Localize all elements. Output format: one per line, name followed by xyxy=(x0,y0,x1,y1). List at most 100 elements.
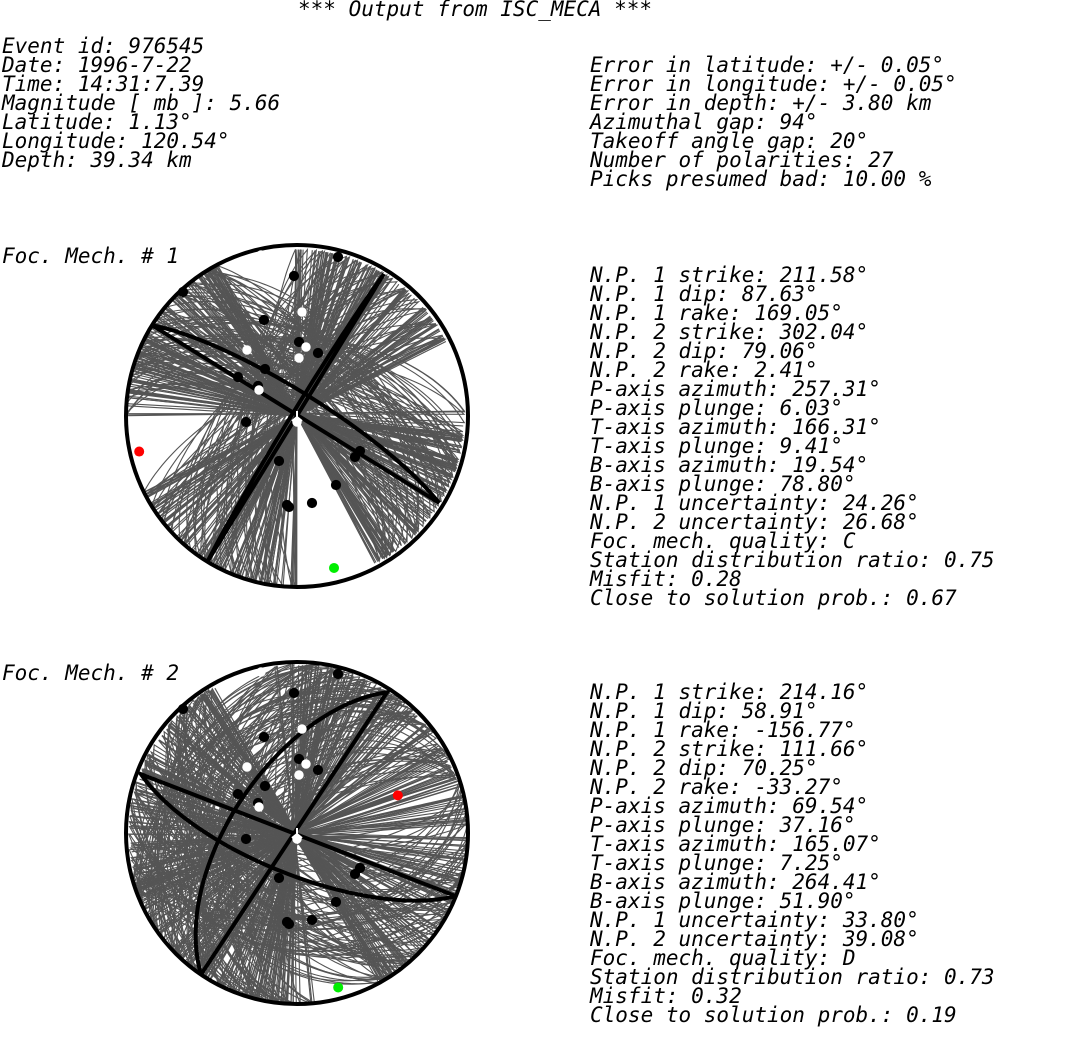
mech-2-param: B-axis plunge: 51.90° xyxy=(590,889,856,913)
compression-polarity xyxy=(232,788,244,800)
t-axis-marker xyxy=(329,562,340,573)
event-info-left: Event id: 976545 Date: 1996-7-22 Time: 1… xyxy=(2,34,281,171)
mech-1-param: T-axis plunge: 9.41° xyxy=(590,434,843,458)
compression-polarity xyxy=(258,314,270,326)
compression-polarity xyxy=(330,479,342,491)
compression-polarity xyxy=(273,455,285,467)
error-depth: Error in depth: +/- 3.80 km xyxy=(590,91,932,115)
mech-2-param: B-axis azimuth: 264.41° xyxy=(590,870,881,894)
event-date: Date: 1996-7-22 xyxy=(2,53,192,77)
mech-2-params: N.P. 1 strike: 214.16°N.P. 1 dip: 58.91°… xyxy=(590,680,995,1027)
compression-polarity xyxy=(259,363,271,375)
mech-1-label: Foc. Mech. # 1 xyxy=(2,244,180,268)
dilatation-polarity xyxy=(297,724,307,734)
p-axis-marker xyxy=(134,446,145,457)
compression-polarity xyxy=(306,497,318,509)
mech-1-param: N.P. 1 rake: 169.05° xyxy=(590,301,843,325)
page-title: *** Output from ISC_MECA *** xyxy=(298,0,653,21)
compression-polarity xyxy=(312,764,324,776)
mech-1-param: Misfit: 0.28 xyxy=(590,567,742,591)
error-latitude: Error in latitude: +/- 0.05° xyxy=(590,53,945,77)
mech-2-param: Close to solution prob.: 0.19 xyxy=(590,1003,957,1027)
error-longitude: Error in longitude: +/- 0.05° xyxy=(590,72,957,96)
mech-1-param: Station distribution ratio: 0.75 xyxy=(590,548,995,572)
mech-1-param: B-axis plunge: 78.80° xyxy=(590,472,856,496)
compression-polarity xyxy=(349,451,361,463)
compression-polarity xyxy=(330,896,342,908)
mech-2-param: P-axis plunge: 37.16° xyxy=(590,813,856,837)
dilatation-polarity xyxy=(297,307,307,317)
centre-tick xyxy=(291,416,298,422)
dilatation-polarity xyxy=(254,802,264,812)
compression-polarity xyxy=(293,336,305,348)
mech-2-param: N.P. 1 uncertainty: 33.80° xyxy=(590,908,919,932)
dilatation-polarity xyxy=(301,342,311,352)
compression-polarity xyxy=(288,270,300,282)
t-axis-marker xyxy=(333,982,344,993)
dilatation-polarity xyxy=(242,345,252,355)
mech-2-param: T-axis plunge: 7.25° xyxy=(590,851,843,875)
mech-1-param: N.P. 1 dip: 87.63° xyxy=(590,282,818,306)
compression-polarity xyxy=(312,347,324,359)
dilatation-polarity xyxy=(256,667,266,677)
mech-2-param: T-axis azimuth: 165.07° xyxy=(590,832,881,856)
compression-polarity xyxy=(293,753,305,765)
event-info-right: Error in latitude: +/- 0.05° Error in lo… xyxy=(590,53,957,191)
event-latitude: Latitude: 1.13° xyxy=(2,110,192,134)
focal-sphere-outline xyxy=(124,243,470,589)
centre-tick xyxy=(296,416,303,422)
compression-polarity xyxy=(273,872,285,884)
event-longitude: Longitude: 120.54° xyxy=(2,129,230,153)
centre-marker xyxy=(291,411,303,422)
dilatation-polarity xyxy=(242,762,252,772)
mech-2-param: N.P. 2 rake: -33.27° xyxy=(590,775,843,799)
nodal-plane-2 xyxy=(135,769,463,903)
mech-2-label: Foc. Mech. # 2 xyxy=(2,661,180,685)
compression-polarity xyxy=(177,703,189,715)
compression-polarity xyxy=(240,833,252,845)
mech-1-param: N.P. 2 rake: 2.41° xyxy=(590,358,818,382)
compression-polarity xyxy=(240,416,252,428)
mech-2-param: N.P. 1 strike: 214.16° xyxy=(590,680,869,704)
compression-polarity xyxy=(332,668,344,680)
mech-1-param: N.P. 1 uncertainty: 24.26° xyxy=(590,491,919,515)
centre-marker xyxy=(291,828,303,839)
event-id: Event id: 976545 xyxy=(2,34,205,58)
compression-polarity xyxy=(259,780,271,792)
compression-polarity xyxy=(288,687,300,699)
mech-1-param: N.P. 2 strike: 302.04° xyxy=(590,320,869,344)
mech-1-param: N.P. 2 uncertainty: 26.68° xyxy=(590,510,919,534)
compression-polarity xyxy=(306,914,318,926)
mech-1-param: P-axis azimuth: 257.31° xyxy=(590,377,881,401)
picks-presumed-bad: Picks presumed bad: 10.00 % xyxy=(590,167,932,191)
dilatation-polarity xyxy=(254,385,264,395)
event-magnitude: Magnitude [ mb ]: 5.66 xyxy=(2,91,281,115)
mech-2-param: N.P. 2 dip: 70.25° xyxy=(590,756,818,780)
mech-2-param: N.P. 2 strike: 111.66° xyxy=(590,737,869,761)
mech-1-beachball xyxy=(124,243,470,589)
alternative-plane xyxy=(163,663,294,1004)
compression-polarity xyxy=(177,286,189,298)
number-of-polarities: Number of polarities: 27 xyxy=(590,148,894,172)
dilatation-polarity xyxy=(294,353,304,363)
event-time: Time: 14:31:7.39 xyxy=(2,72,205,96)
mech-1-param: Foc. mech. quality: C xyxy=(590,529,856,553)
mech-2-param: N.P. 2 uncertainty: 39.08° xyxy=(590,927,919,951)
compression-polarity xyxy=(283,918,295,930)
mech-1-param: N.P. 2 dip: 79.06° xyxy=(590,339,818,363)
p-axis-marker xyxy=(392,790,403,801)
compression-polarity xyxy=(332,251,344,263)
mech-1-param: Close to solution prob.: 0.67 xyxy=(590,586,957,610)
compression-polarity xyxy=(258,731,270,743)
mech-1-param: B-axis azimuth: 19.54° xyxy=(590,453,869,477)
dilatation-polarity xyxy=(301,759,311,769)
focal-sphere-outline xyxy=(124,660,470,1006)
mech-2-param: Station distribution ratio: 0.73 xyxy=(590,965,995,989)
mech-1-params: N.P. 1 strike: 211.58°N.P. 1 dip: 87.63°… xyxy=(590,263,995,610)
mech-1-param: N.P. 1 strike: 211.58° xyxy=(590,263,869,287)
dilatation-polarity xyxy=(294,770,304,780)
alternative-plane xyxy=(126,337,466,417)
mech-2-beachball xyxy=(124,660,470,1006)
mech-2-param: Misfit: 0.32 xyxy=(590,984,742,1008)
takeoff-angle-gap: Takeoff angle gap: 20° xyxy=(590,129,869,153)
